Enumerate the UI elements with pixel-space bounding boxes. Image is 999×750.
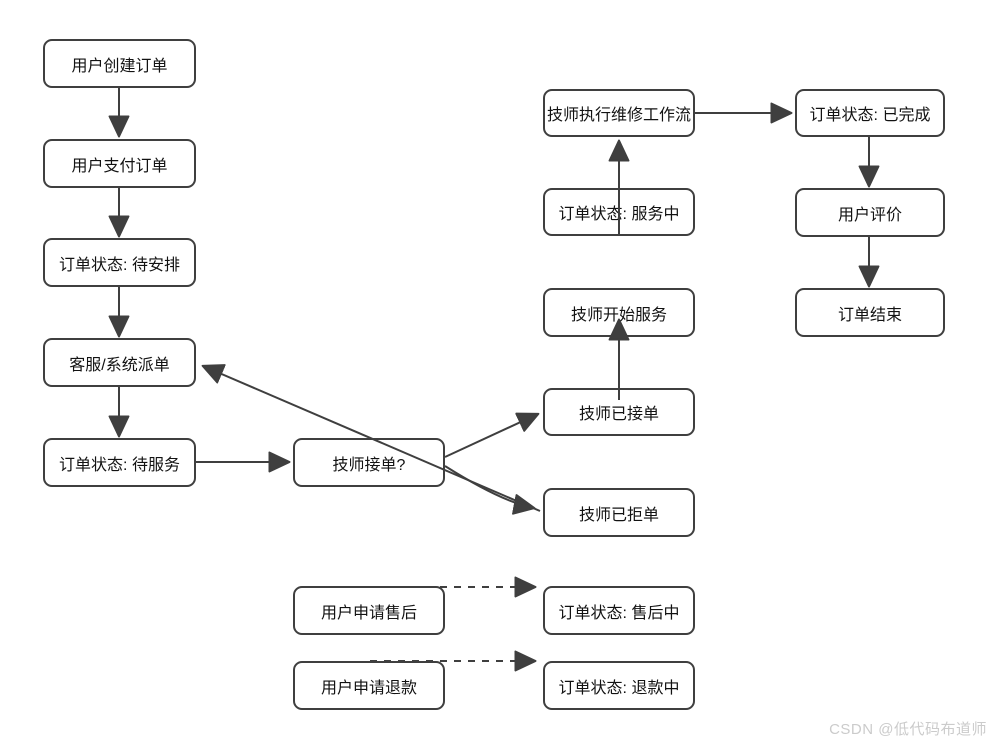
flow-node-status-refund: 订单状态: 退款中 (543, 661, 695, 710)
flow-node-status-to-assign: 订单状态: 待安排 (43, 238, 196, 287)
flow-node-apply-refund: 用户申请退款 (293, 661, 445, 710)
flow-node-create-order: 用户创建订单 (43, 39, 196, 88)
flow-node-status-aftersale: 订单状态: 售后中 (543, 586, 695, 635)
flow-node-apply-aftersale: 用户申请售后 (293, 586, 445, 635)
flow-node-tech-repair-workflow: 技师执行维修工作流 (543, 89, 695, 137)
flow-node-tech-rejected: 技师已拒单 (543, 488, 695, 537)
flow-node-pay-order: 用户支付订单 (43, 139, 196, 188)
flow-node-tech-start-service: 技师开始服务 (543, 288, 695, 337)
csdn-watermark: CSDN @低代码布道师 (829, 721, 987, 738)
flow-node-status-completed: 订单状态: 已完成 (795, 89, 945, 137)
flow-node-status-in-service: 订单状态: 服务中 (543, 188, 695, 236)
flow-node-tech-accept-question: 技师接单? (293, 438, 445, 487)
arrow-acceptq-to-rejected (444, 465, 536, 515)
flow-node-tech-accepted: 技师已接单 (543, 388, 695, 436)
arrow-acceptq-to-accepted (444, 412, 540, 458)
flow-node-order-finished: 订单结束 (795, 288, 945, 337)
flow-node-dispatch: 客服/系统派单 (43, 338, 196, 387)
flow-node-status-to-service: 订单状态: 待服务 (43, 438, 196, 487)
flow-node-user-review: 用户评价 (795, 188, 945, 237)
